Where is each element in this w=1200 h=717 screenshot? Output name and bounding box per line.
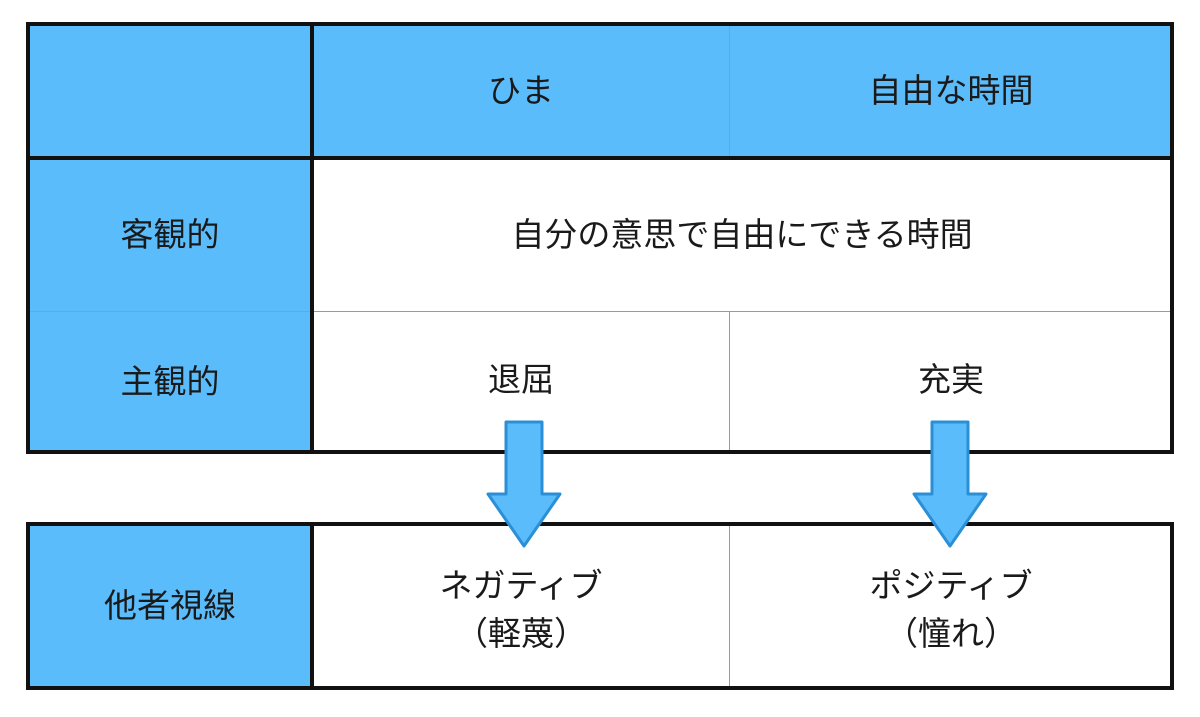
row-label-subjective: 主観的 xyxy=(28,312,312,452)
row-label-others-view: 他者視線 xyxy=(28,524,312,688)
contempt-text: （軽蔑） xyxy=(455,614,587,653)
objective-merged-value: 自分の意思で自由にできる時間 xyxy=(312,158,1172,312)
positive-text: ポジティブ xyxy=(869,566,1033,606)
others-view-free-time-value: ポジティブ （憧れ） xyxy=(730,524,1172,688)
header-bottom-border xyxy=(28,156,1172,160)
header-col-divider xyxy=(729,24,730,158)
corner-cell xyxy=(28,24,312,158)
down-arrow-left xyxy=(486,420,562,548)
header-hima: ひま xyxy=(312,24,730,158)
row-label-objective: 客観的 xyxy=(28,158,312,312)
label-col-border xyxy=(310,24,314,452)
negative-text: ネガティブ xyxy=(439,566,603,606)
admiration-text: （憧れ） xyxy=(885,614,1017,653)
subjective-col-divider xyxy=(729,312,730,452)
others-view-hima-value: ネガティブ （軽蔑） xyxy=(312,524,730,688)
bottom-col-divider xyxy=(729,524,730,688)
row-divider-2 xyxy=(312,311,1172,312)
header-free-time: 自由な時間 xyxy=(730,24,1172,158)
bottom-label-col-border xyxy=(310,524,314,688)
label-row-divider-2 xyxy=(28,311,312,312)
down-arrow-right xyxy=(912,420,988,548)
